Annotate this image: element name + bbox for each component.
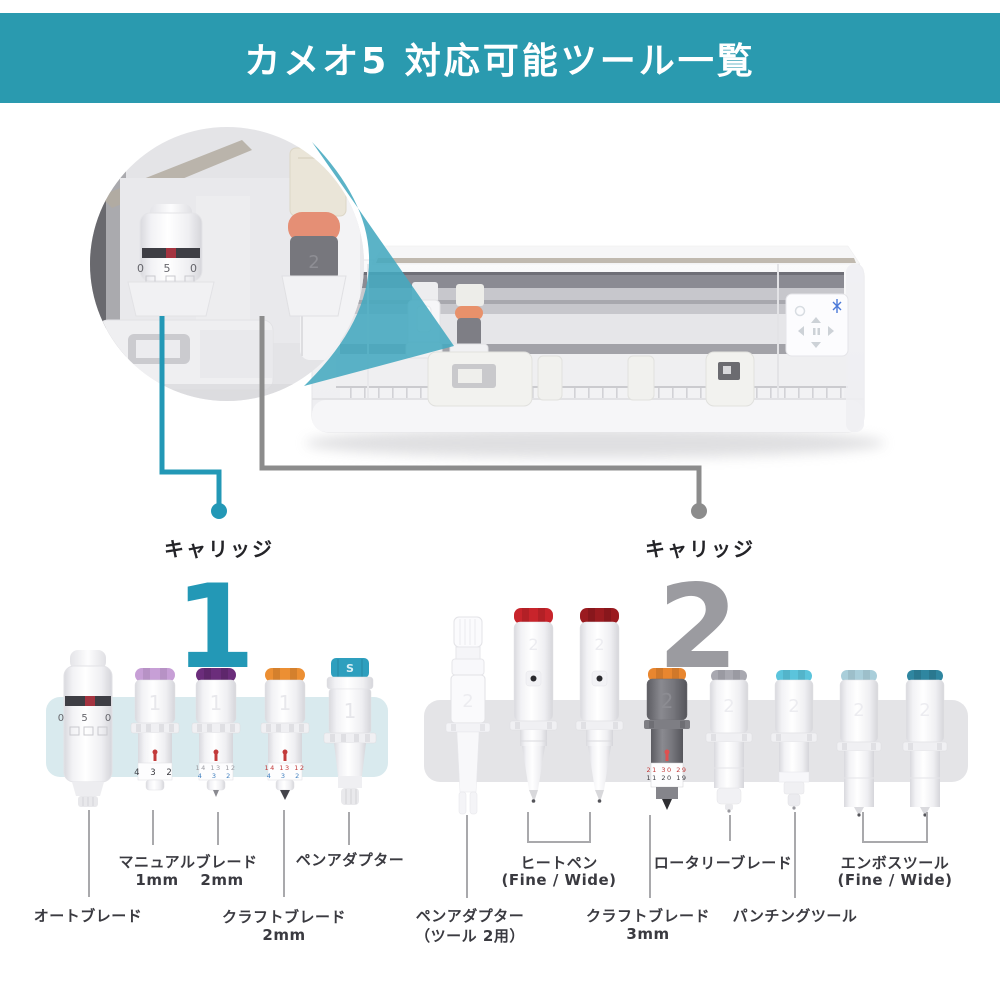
- label-heat-pen: ヒートペン: [520, 854, 598, 872]
- tool-pen-adapter-2: 2: [445, 616, 491, 815]
- tool-craft-blade-2mm: 1 14 13 12 4 3 2: [260, 668, 310, 800]
- arrow-down-icon: [811, 342, 821, 348]
- label-heat-pen-sub: (Fine / Wide): [501, 871, 617, 889]
- svg-text:2: 2: [308, 252, 319, 273]
- tool-emboss-wide: 2: [902, 670, 948, 817]
- svg-text:21 30 29: 21 30 29: [647, 766, 688, 774]
- tool-heat-pen-wide: 2: [575, 608, 624, 803]
- label-craft-blade-3mm: クラフトブレード: [585, 907, 711, 925]
- label-manual-blade: マニュアルブレード: [118, 853, 258, 871]
- tool-rotary-blade: 2: [705, 670, 753, 813]
- label-pen-adapter-2: ペンアダプター: [415, 907, 525, 925]
- heat-pen-bracket: [527, 812, 591, 843]
- svg-text:2: 2: [594, 635, 604, 654]
- carriage2-band: [424, 700, 968, 782]
- carriage2-number: 2: [657, 560, 739, 695]
- machine-photo: [305, 245, 885, 458]
- svg-text:14 13 12: 14 13 12: [196, 764, 237, 772]
- machine-roller-bar: [340, 344, 810, 354]
- carriage1-label: キャリッジ: [164, 537, 274, 561]
- tool-manual-blade-1mm: 1 4 3 2: [130, 668, 180, 791]
- tool-punch: 2: [770, 670, 818, 810]
- svg-text:2: 2: [661, 689, 674, 713]
- label-craft-3mm-size: 3mm: [626, 925, 670, 943]
- tool-heat-pen-fine: 2: [509, 608, 558, 803]
- label-emboss: エンボスツール: [840, 854, 950, 872]
- tool-pen-adapter-1: S 1: [323, 658, 377, 805]
- svg-text:1: 1: [149, 691, 162, 715]
- page-title: カメオ5 対応可能ツール一覧: [244, 41, 756, 82]
- svg-text:4 3 2: 4 3 2: [267, 772, 304, 780]
- svg-text:0 5 0: 0 5 0: [137, 262, 205, 275]
- callout-autoblade: 0 5 0: [137, 204, 205, 284]
- svg-text:2: 2: [528, 635, 538, 654]
- label-craft-2mm-size: 2mm: [262, 926, 306, 944]
- arrow-left-icon: [798, 326, 804, 336]
- machine-control-panel: [785, 293, 849, 357]
- carriage1-connector: [159, 316, 227, 519]
- svg-text:2: 2: [919, 700, 930, 721]
- tool-manual-blade-2mm: 1 14 13 12 4 3 2: [191, 668, 241, 797]
- svg-text:1: 1: [210, 691, 223, 715]
- callout-tool2: 2: [281, 212, 347, 317]
- carriage2-label: キャリッジ: [645, 537, 755, 561]
- svg-text:2: 2: [462, 691, 473, 712]
- callout-wedge: [304, 142, 454, 386]
- callout-circle: 0 5 0 2: [90, 127, 364, 401]
- machine-pinch-rollers: [427, 351, 755, 407]
- title-banner: カメオ5 対応可能ツール一覧: [0, 13, 1000, 103]
- label-craft-blade-2mm: クラフトブレード: [221, 908, 347, 926]
- tool-emboss-fine: 2: [836, 670, 882, 817]
- power-icon: [794, 305, 806, 317]
- arrow-up-icon: [811, 317, 821, 323]
- svg-text:2: 2: [788, 696, 799, 717]
- svg-text:11 20 19: 11 20 19: [647, 774, 688, 782]
- label-manual-2mm: 2mm: [200, 871, 244, 889]
- svg-text:1: 1: [279, 691, 292, 715]
- svg-text:1: 1: [344, 699, 357, 723]
- machine-tool2-cap: [455, 306, 483, 320]
- svg-text:4 3 2: 4 3 2: [198, 772, 235, 780]
- svg-text:2: 2: [723, 696, 734, 717]
- carriage2-connector: [259, 316, 707, 519]
- label-manual-1mm: 1mm: [135, 871, 179, 889]
- svg-text:S: S: [346, 662, 354, 675]
- label-emboss-sub: (Fine / Wide): [837, 871, 953, 889]
- machine-shadow: [305, 428, 885, 458]
- tool-auto-blade: 0 5 0: [58, 650, 118, 807]
- svg-text:2: 2: [853, 700, 864, 721]
- label-pen-adapter-1: ペンアダプター: [295, 851, 405, 869]
- label-rotary-blade: ロータリーブレード: [653, 854, 793, 872]
- arrow-right-icon: [828, 326, 834, 336]
- svg-text:4 3 2: 4 3 2: [134, 768, 176, 778]
- svg-text:14 13 12: 14 13 12: [265, 764, 306, 772]
- svg-text:0 5 0: 0 5 0: [58, 713, 118, 724]
- emboss-bracket: [862, 812, 928, 843]
- label-auto-blade: オートブレード: [33, 907, 143, 925]
- label-punch-tool: パンチングツール: [732, 907, 858, 925]
- bluetooth-icon: [832, 299, 842, 313]
- label-pen-adapter-2-sub: （ツール 2用）: [415, 927, 525, 945]
- label-pointer-lines: [88, 810, 928, 898]
- tool-craft-blade-3mm: 2 21 30 29 11 20 19: [644, 668, 690, 810]
- carriage1-number: 1: [174, 560, 256, 695]
